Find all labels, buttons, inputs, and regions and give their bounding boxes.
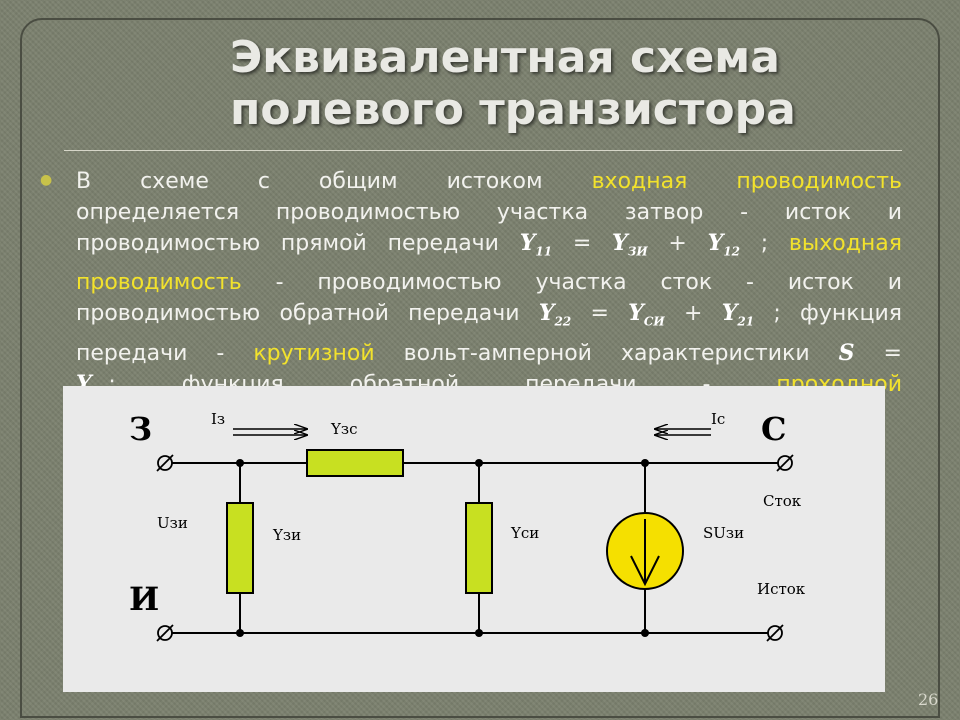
slide-title: Эквивалентная схема полевого транзистора <box>230 32 930 136</box>
equivalent-circuit-diagram: З С И Iз Iс Yзс Uзи Yзи Yси SUзи Сток Ис… <box>63 386 885 692</box>
label-source-terminal: И <box>129 580 159 618</box>
text: передачи - <box>76 340 254 366</box>
label-y-gate-drain: Yзс <box>330 420 357 438</box>
highlight-output: выходная <box>788 231 903 256</box>
body-paragraph: В схеме с общим истоком входная проводим… <box>76 166 902 408</box>
paragraph-line-6: передачи - крутизной вольт-амперной хара… <box>76 338 902 369</box>
terminals <box>156 454 794 642</box>
junction-dot <box>236 459 244 467</box>
paragraph-line-2: определяется проводимостью участка затво… <box>76 197 902 228</box>
title-divider <box>64 150 902 151</box>
text: - проводимостью участка сток - исток и <box>241 270 902 296</box>
page-number: 26 <box>918 690 939 709</box>
text: = <box>854 340 902 366</box>
label-drain-terminal: С <box>761 410 786 448</box>
paragraph-line-1: В схеме с общим истоком входная проводим… <box>76 166 902 197</box>
circuit-svg: З С И Iз Iс Yзс Uзи Yзи Yси SUзи Сток Ис… <box>129 410 806 642</box>
paragraph-line-3: проводимостью прямой передачи Y11 = YЗИ … <box>76 228 902 267</box>
formula-y11: Y11 <box>519 230 553 259</box>
ysi-element <box>465 502 493 594</box>
label-y-gate-source: Yзи <box>272 526 301 544</box>
text: В схеме с общим истоком <box>76 169 592 194</box>
junction-dot <box>641 629 649 637</box>
terminal-source-right-icon <box>766 624 784 642</box>
label-drain: Сток <box>763 492 802 510</box>
label-u-gate-source: Uзи <box>157 514 188 532</box>
bullet-icon: ● <box>40 172 53 188</box>
junction-dot <box>475 629 483 637</box>
junction-dot <box>475 459 483 467</box>
title-line-1: Эквивалентная схема <box>230 32 780 83</box>
paragraph-line-4: проводимость - проводимостью участка сто… <box>76 267 902 298</box>
text: ; <box>740 231 789 256</box>
text: вольт-амперной характеристики <box>374 340 839 366</box>
text: проводимостью обратной передачи <box>76 301 539 327</box>
text: = <box>552 231 612 256</box>
label-current-gate: Iз <box>211 410 225 428</box>
label-current-drain: Iс <box>711 410 725 428</box>
junction-dot <box>641 459 649 467</box>
highlight-input-conductance: входная проводимость <box>591 169 902 194</box>
text: определяется проводимостью участка затво… <box>76 200 902 225</box>
formula-ysi: YСИ <box>628 300 665 329</box>
label-source: Исток <box>757 580 806 598</box>
terminal-gate-icon <box>156 454 174 472</box>
slide-frame <box>20 18 940 718</box>
formula-yzi: YЗИ <box>612 230 648 259</box>
yzs-element <box>306 449 404 477</box>
text: = <box>571 301 629 327</box>
terminal-source-left-icon <box>156 624 174 642</box>
current-source-icon <box>606 512 684 590</box>
terminal-drain-icon <box>776 454 794 472</box>
admittance-elements <box>226 449 493 594</box>
text: + <box>664 301 722 327</box>
text: + <box>647 231 708 256</box>
formula-y22: Y22 <box>538 300 572 329</box>
title-line-2: полевого транзистора <box>230 84 796 135</box>
arrow-right-icon <box>233 429 307 435</box>
junctions <box>236 459 649 637</box>
formula-s: S <box>838 339 855 366</box>
label-current-source: SUзи <box>703 524 744 542</box>
text: проводимостью прямой передачи <box>76 231 520 256</box>
junction-dot <box>236 629 244 637</box>
current-arrows <box>233 429 711 435</box>
paragraph-line-5: проводимостью обратной передачи Y22 = YС… <box>76 298 902 337</box>
label-gate-terminal: З <box>129 410 152 448</box>
arrow-left-icon <box>655 429 711 435</box>
formula-y21: Y21 <box>721 300 755 329</box>
yzi-element <box>226 502 254 594</box>
highlight-transconductance: крутизной <box>253 340 375 366</box>
formula-y12: Y12 <box>707 230 741 259</box>
text: ; функция <box>754 301 903 327</box>
label-y-drain-source: Yси <box>510 524 539 542</box>
highlight-conductance: проводимость <box>76 270 242 296</box>
